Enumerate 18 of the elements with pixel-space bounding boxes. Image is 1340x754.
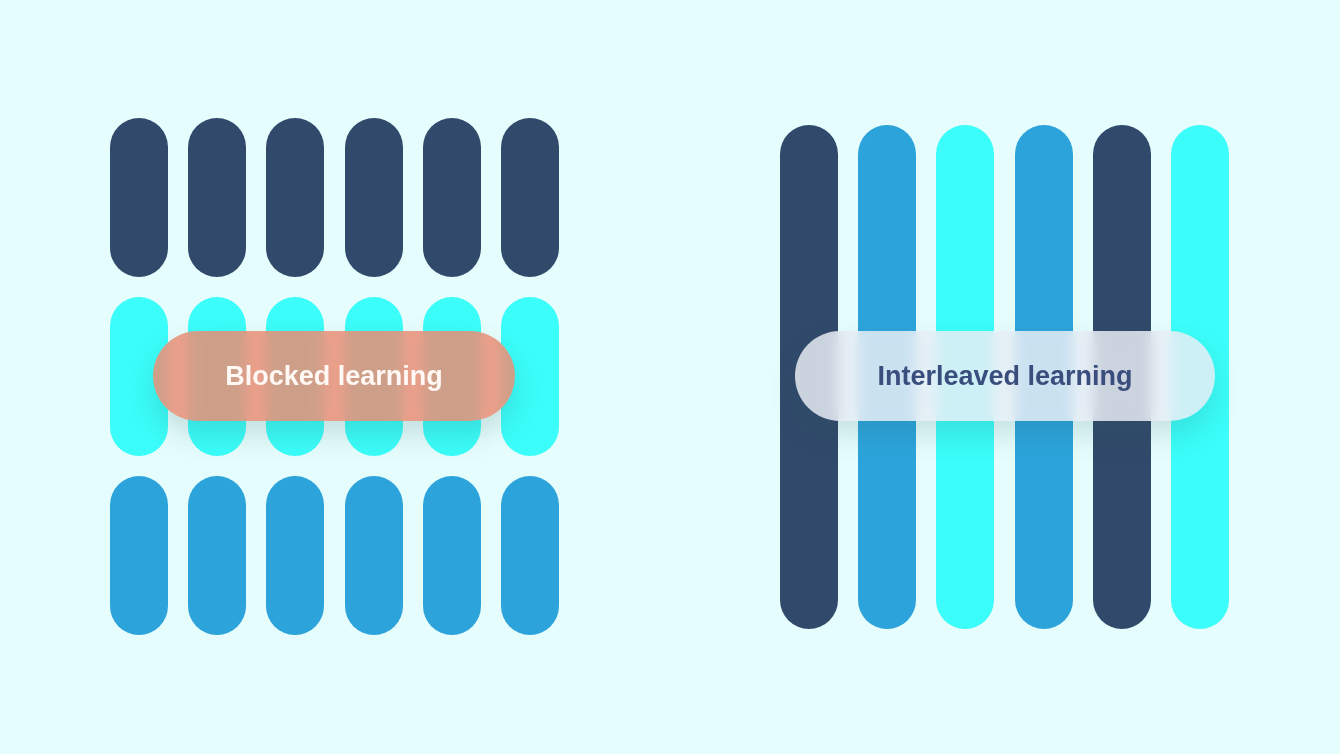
bar — [345, 476, 403, 635]
bar — [188, 118, 246, 277]
bar — [345, 118, 403, 277]
bar — [110, 118, 168, 277]
label-pill: Interleaved learning — [795, 331, 1215, 421]
bar — [1171, 125, 1229, 629]
bar — [266, 476, 324, 635]
bar — [423, 118, 481, 277]
bar — [110, 476, 168, 635]
bar — [110, 297, 168, 456]
bar — [266, 118, 324, 277]
bar — [780, 125, 838, 629]
bar — [188, 476, 246, 635]
label-pill: Blocked learning — [153, 331, 515, 421]
bar — [501, 297, 559, 456]
bar — [423, 476, 481, 635]
bar — [501, 476, 559, 635]
bar — [501, 118, 559, 277]
